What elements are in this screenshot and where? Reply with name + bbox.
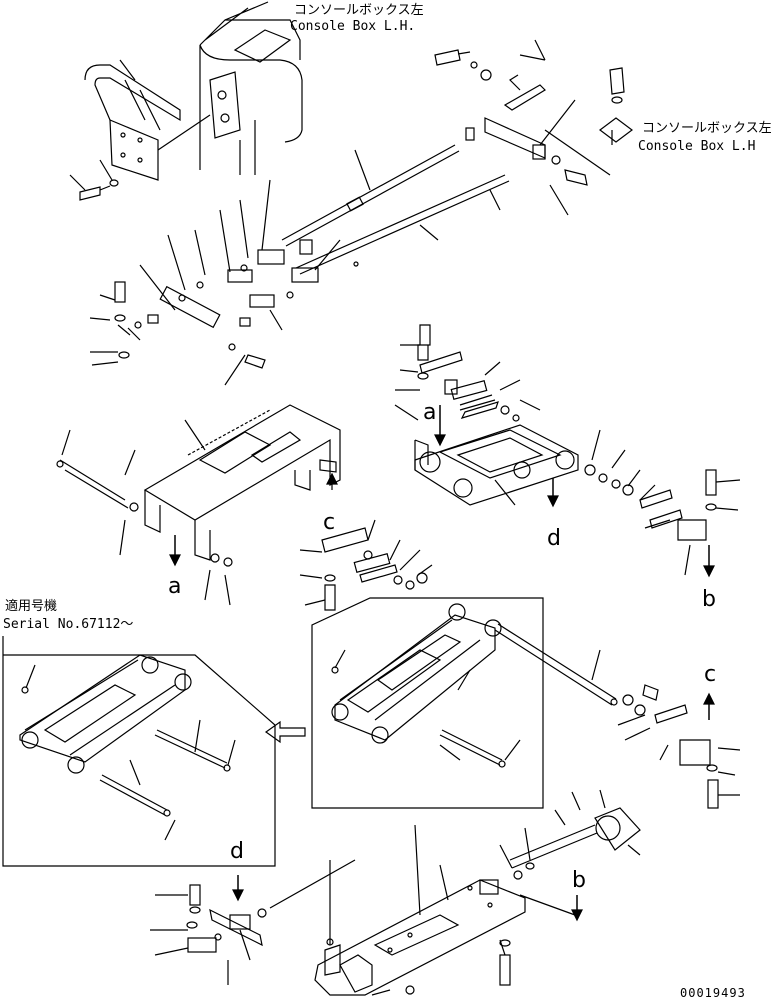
ref-letter-c-right: c [704, 662, 717, 687]
ref-letter-d-upper: d [547, 526, 561, 551]
top-right-linkage [434, 39, 633, 216]
center-parts-stack [299, 519, 433, 611]
grab-handle [69, 59, 211, 201]
console-box-lh [199, 1, 303, 175]
serial-label-jp: 適用号機 [5, 599, 58, 614]
upper-frame-assembly [326, 324, 741, 578]
base-plate-lower [269, 824, 526, 996]
ref-letter-b-right: b [702, 587, 716, 612]
adjuster-knob [499, 789, 641, 922]
linkage-small-parts [89, 179, 341, 386]
ref-letter-b-lower: b [572, 868, 586, 893]
center-frame-assembly [311, 597, 741, 809]
serial-variant-detail [2, 636, 276, 867]
ref-letter-d-lower: d [230, 839, 244, 864]
control-rods [281, 144, 510, 275]
base-plate-left [56, 404, 341, 606]
console-box-label-en-right: Console Box L.H [638, 139, 756, 154]
drawing-number: 00019493 [680, 986, 746, 1000]
console-box-label-jp-right: コンソールボックス左 [642, 121, 771, 136]
detail-arrow [264, 720, 306, 744]
console-box-label-jp-top: コンソールボックス左 [294, 3, 424, 18]
serial-label-en: Serial No.67112～ [3, 617, 134, 632]
ref-letter-a-upper: a [423, 400, 437, 425]
ref-letter-a-lower: a [168, 574, 182, 599]
lower-left-parts [150, 875, 267, 985]
console-box-label-en-top: Console Box L.H. [290, 19, 416, 34]
ref-letter-c-upper: c [323, 510, 336, 535]
